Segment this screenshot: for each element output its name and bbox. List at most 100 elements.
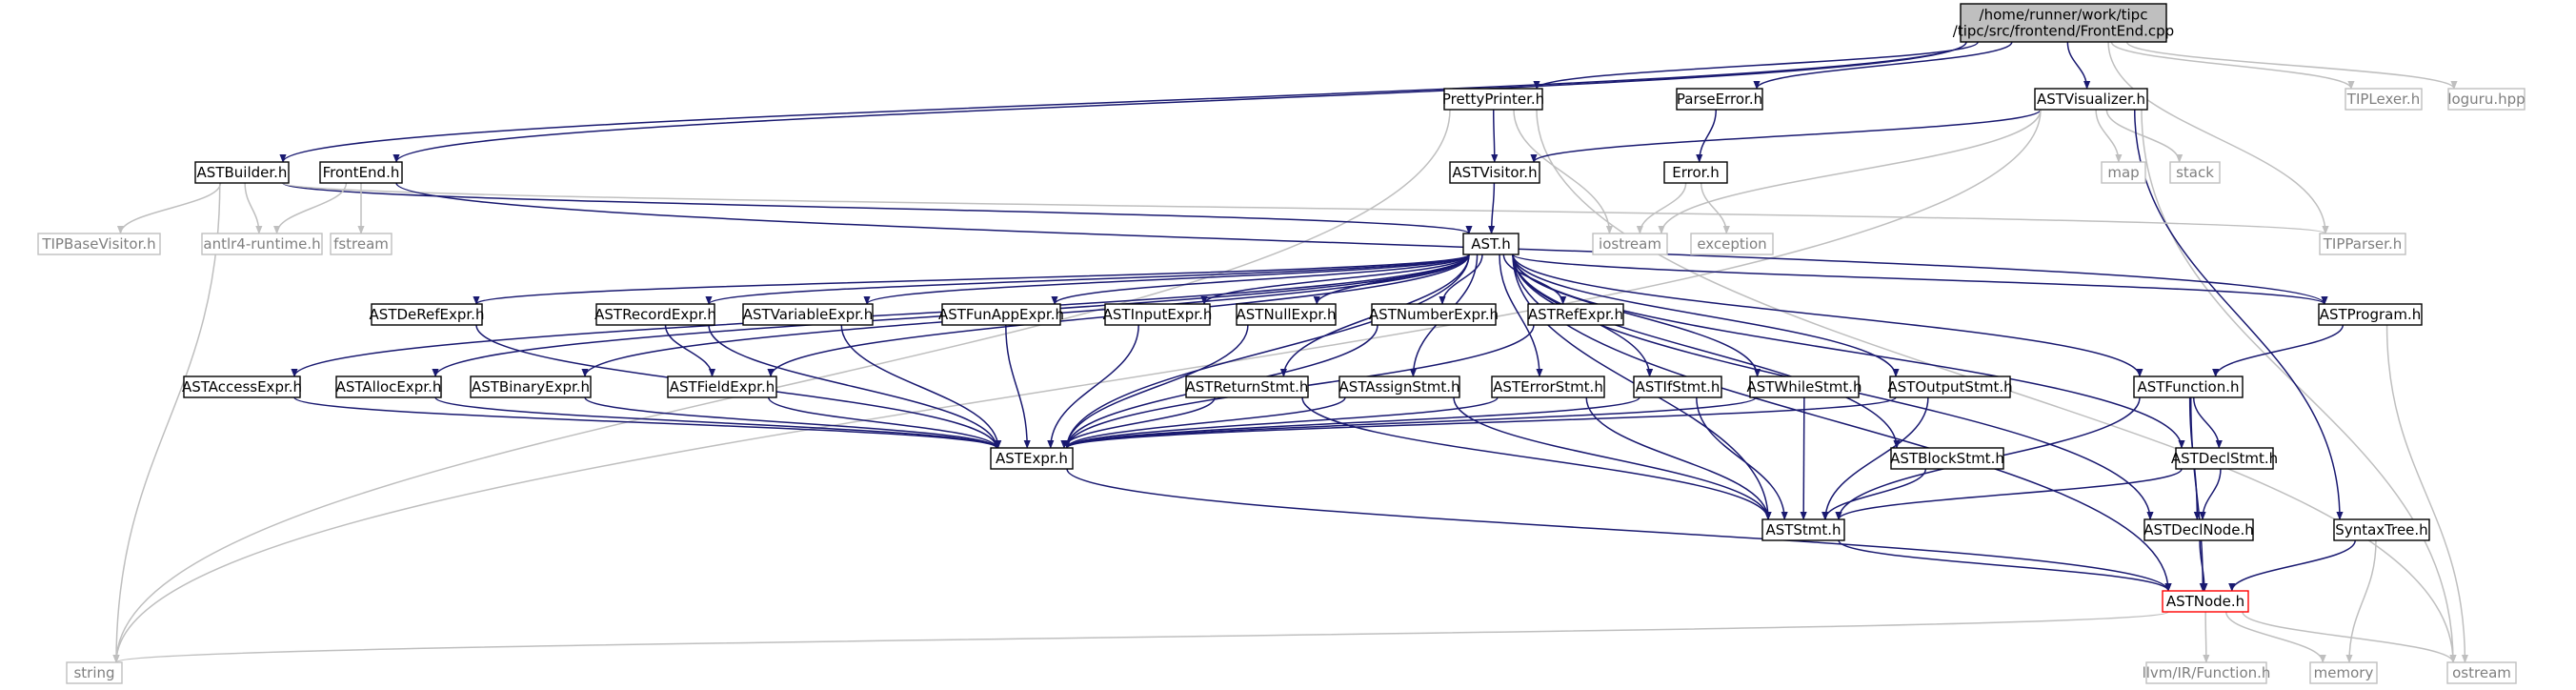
node-astvisualizer-h[interactable]: ASTVisualizer.h [2034, 88, 2148, 111]
edge-astvisitor_h-to-ast_h [1488, 182, 1496, 234]
node-label: iostream [1599, 235, 1661, 253]
edge-astvariableexpr_h-to-astexpr_h [840, 324, 1002, 449]
edges-layer [112, 41, 2469, 663]
node-box [1236, 303, 1337, 326]
node-box [1371, 303, 1497, 326]
node-error-h[interactable]: Error.h [1663, 161, 1728, 184]
node-aststmt-h[interactable]: ASTStmt.h [1761, 518, 1845, 541]
edge-frontend_cpp-to-astbuilder_h [279, 41, 1967, 163]
edge-astinputexpr_h-to-astexpr_h [1047, 324, 1139, 449]
node-label: ASTAccessExpr.h [182, 378, 302, 396]
node-astexpr-h[interactable]: ASTExpr.h [990, 447, 1074, 470]
node-astnode-h[interactable]: ASTNode.h [2162, 590, 2249, 613]
node-label: ASTNumberExpr.h [1369, 306, 1499, 323]
edge-parseerror_h-to-error_h [1696, 109, 1717, 163]
node-box [990, 447, 1074, 470]
node-astassignstmt-h[interactable]: ASTAssignStmt.h [1338, 375, 1460, 398]
node-tipbasevisitor-h: TIPBaseVisitor.h [37, 233, 161, 255]
node-label: fstream [333, 235, 389, 253]
node-label: ASTProgram.h [2320, 306, 2422, 323]
node-astprogram-h[interactable]: ASTProgram.h [2318, 303, 2423, 326]
node-label: ASTFieldExpr.h [670, 378, 775, 396]
node-asterrorstmt-h[interactable]: ASTErrorStmt.h [1491, 375, 1605, 398]
node-astreturnstmt-h[interactable]: ASTReturnStmt.h [1185, 375, 1309, 398]
edge-ast_h-to-astfunappexpr_h [1051, 254, 1470, 305]
node-astfunction-h[interactable]: ASTFunction.h [2133, 375, 2244, 398]
node-box [2309, 661, 2378, 684]
edge-astnode_h-to-ostream [2242, 611, 2457, 663]
node-label: ASTBuilder.h [197, 164, 288, 181]
node-tipparser-h: TIPParser.h [2319, 233, 2406, 255]
node-frontend-cpp[interactable]: /home/runner/work/tipc/tipc/src/frontend… [1953, 3, 2174, 43]
node-iostream: iostream [1592, 233, 1668, 255]
node-box [2145, 661, 2267, 684]
node-label: memory [2314, 664, 2374, 681]
node-label: stack [2176, 164, 2214, 181]
edge-astdeclstmt_h-to-aststmt_h [1835, 468, 2183, 520]
node-box [371, 303, 483, 326]
node-box [2101, 161, 2146, 184]
node-box [1690, 233, 1774, 255]
node-label: ASTIfStmt.h [1636, 378, 1721, 396]
node-syntaxtree-h[interactable]: SyntaxTree.h [2333, 518, 2430, 541]
node-astnullexpr-h[interactable]: ASTNullExpr.h [1236, 303, 1337, 326]
node-astrecordexpr-h[interactable]: ASTRecordExpr.h [594, 303, 716, 326]
edge-astifstmt_h-to-astexpr_h [1063, 396, 1640, 449]
node-astvisitor-h[interactable]: ASTVisitor.h [1449, 161, 1540, 184]
node-astifstmt-h[interactable]: ASTIfStmt.h [1633, 375, 1722, 398]
node-ast-h[interactable]: AST.h [1462, 233, 1519, 255]
node-box [2345, 88, 2423, 111]
node-astbinaryexpr-h[interactable]: ASTBinaryExpr.h [470, 375, 592, 398]
node-box [2169, 161, 2221, 184]
node-box [941, 303, 1061, 326]
node-astdeclstmt-h[interactable]: ASTDeclStmt.h [2171, 447, 2278, 470]
node-label: /tipc/src/frontend/FrontEnd.cpp [1953, 23, 2174, 40]
edge-ast_h-to-astblockstmt_h [1512, 254, 1901, 449]
node-astfieldexpr-h[interactable]: ASTFieldExpr.h [667, 375, 777, 398]
edge-frontend_h-to-astprogram_h [395, 182, 2328, 305]
node-box [330, 233, 392, 255]
node-box [1592, 233, 1668, 255]
node-label: antlr4-runtime.h [203, 235, 320, 253]
node-astinputexpr-h[interactable]: ASTInputExpr.h [1103, 303, 1213, 326]
node-box [194, 161, 290, 184]
edge-ast_h-to-astdeclstmt_h [1512, 254, 2185, 449]
edge-ast_h-to-astaccessexpr_h [291, 254, 1470, 377]
node-astblockstmt-h[interactable]: ASTBlockStmt.h [1890, 447, 2004, 470]
node-astvariableexpr-h[interactable]: ASTVariableExpr.h [742, 303, 874, 326]
edge-astbinaryexpr_h-to-astexpr_h [584, 396, 1000, 449]
node-astdeclnode-h[interactable]: ASTDeclNode.h [2143, 518, 2254, 541]
node-box [66, 661, 123, 684]
node-astwhilestmt-h[interactable]: ASTWhileStmt.h [1746, 375, 1862, 398]
node-box [1960, 3, 2167, 43]
node-astallocexpr-h[interactable]: ASTAllocExpr.h [335, 375, 442, 398]
node-prettyprinter-h[interactable]: PrettyPrinter.h [1442, 88, 1544, 111]
edge-astfieldexpr_h-to-astexpr_h [768, 396, 1000, 449]
edge-astnode_h-to-llvm_function_h [2203, 611, 2210, 663]
node-box [595, 303, 715, 326]
node-box [1890, 447, 2004, 470]
node-box [1462, 233, 1519, 255]
node-label: TIPLexer.h [2346, 91, 2420, 108]
node-astfunappexpr-h[interactable]: ASTFunAppExpr.h [938, 303, 1064, 326]
node-label: loguru.hpp [2447, 91, 2525, 108]
node-astoutputstmt-h[interactable]: ASTOutputStmt.h [1887, 375, 2013, 398]
node-label: ASTFunAppExpr.h [938, 306, 1064, 323]
node-box [2447, 88, 2526, 111]
edge-astblockstmt_h-to-aststmt_h [1821, 468, 1927, 520]
edge-astallocexpr_h-to-astexpr_h [434, 396, 1000, 449]
node-label: ASTErrorStmt.h [1493, 378, 1603, 396]
node-astnumberexpr-h[interactable]: ASTNumberExpr.h [1369, 303, 1499, 326]
edge-astbuilder_h-to-tipparser_h [282, 182, 2328, 234]
node-astdereferexpr-h[interactable]: ASTDeRefExpr.h [370, 303, 485, 326]
node-astaccessexpr-h[interactable]: ASTAccessExpr.h [182, 375, 302, 398]
node-box [1676, 88, 1763, 111]
node-box [1749, 375, 1860, 398]
node-astbuilder-h[interactable]: ASTBuilder.h [194, 161, 290, 184]
node-label: ParseError.h [1677, 91, 1762, 108]
node-astrefexpr-h[interactable]: ASTRefExpr.h [1527, 303, 1624, 326]
node-label: ASTRecordExpr.h [594, 306, 716, 323]
edge-prettyprinter_h-to-astvisitor_h [1491, 109, 1499, 163]
node-frontend-h[interactable]: FrontEnd.h [319, 161, 403, 184]
node-parseerror-h[interactable]: ParseError.h [1676, 88, 1763, 111]
